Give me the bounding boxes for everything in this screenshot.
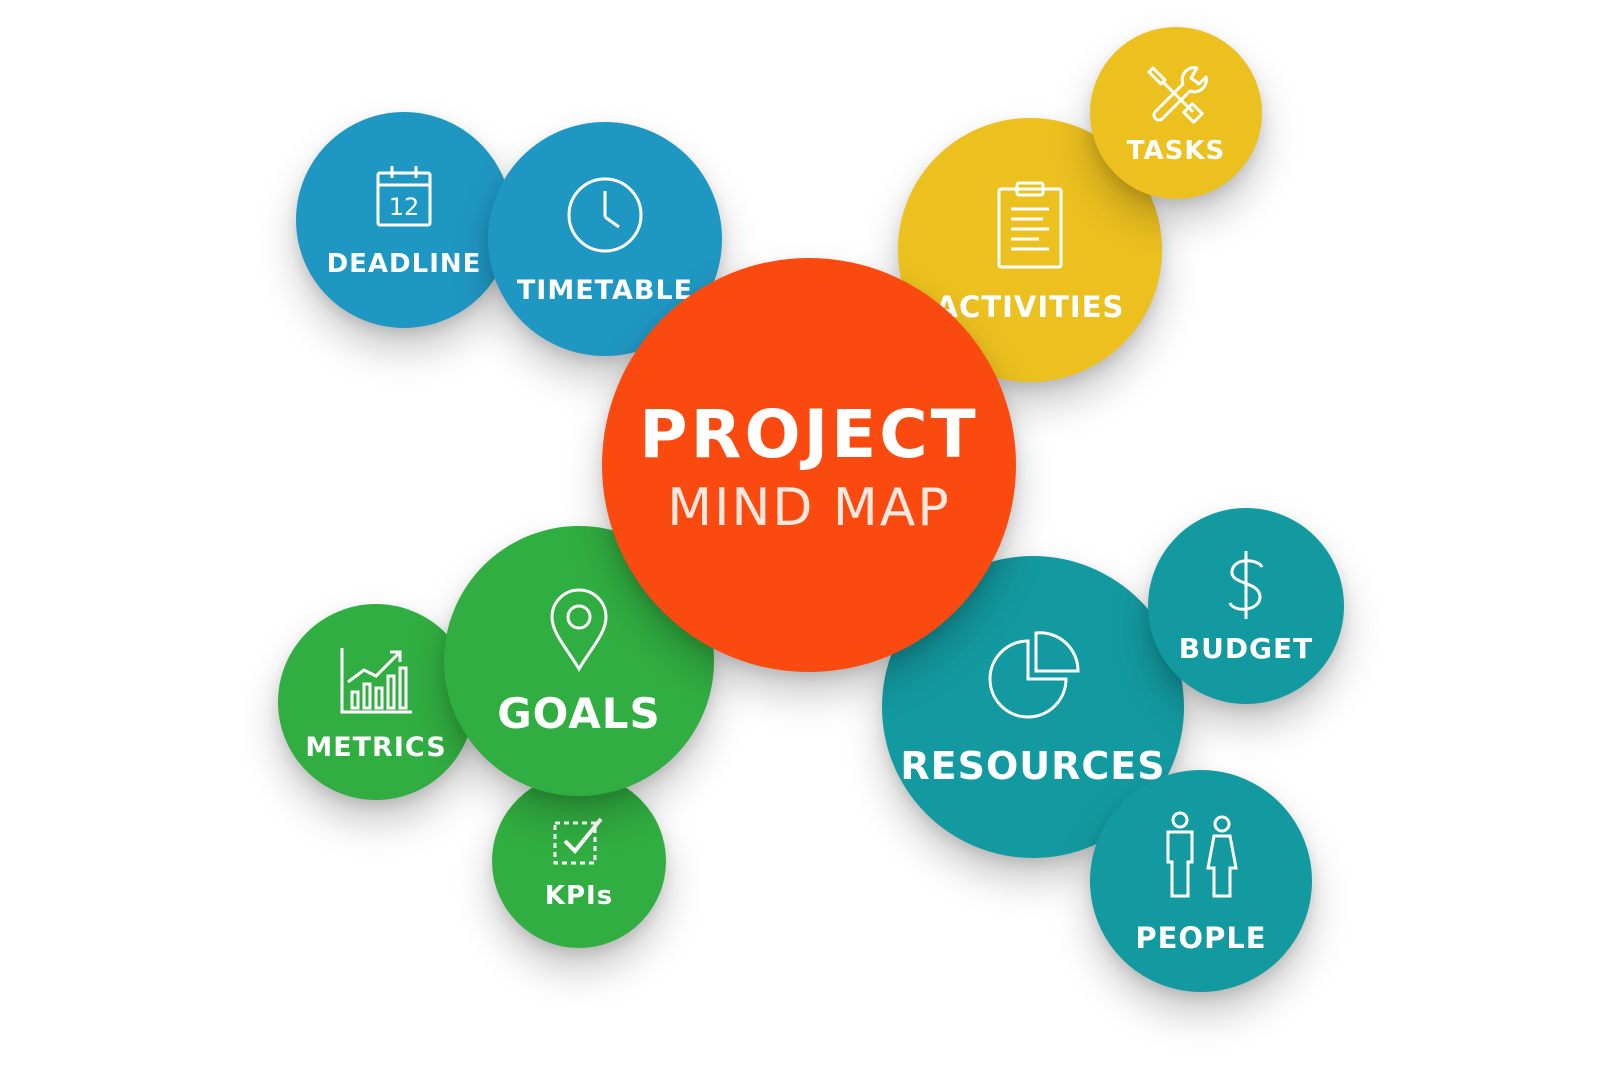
metrics-node: METRICS: [278, 604, 474, 800]
clipboard-icon: [995, 179, 1065, 271]
people-label: PEOPLE: [1135, 920, 1267, 955]
goals-node: GOALS: [444, 526, 714, 796]
central-node: PROJECT MIND MAP: [602, 258, 1016, 672]
people-icon: [1158, 810, 1244, 900]
tools-icon: [1143, 62, 1209, 124]
calendar-day: 12: [389, 193, 420, 221]
pie-chart-icon: [984, 629, 1082, 719]
calendar-icon: 12: [374, 163, 434, 229]
central-subtitle: MIND MAP: [667, 478, 951, 538]
tasks-node: TASKS: [1090, 27, 1262, 199]
activities-label: ACTIVITIES: [935, 289, 1125, 324]
map-pin-icon: [548, 587, 610, 673]
central-title: PROJECT: [639, 396, 979, 473]
clock-icon: [565, 175, 645, 255]
budget-label: BUDGET: [1178, 632, 1314, 665]
timetable-node: TIMETABLE: [488, 122, 722, 356]
budget-node: BUDGET: [1148, 508, 1344, 704]
checkbox-icon: [551, 813, 607, 867]
kpis-node: KPIs: [492, 774, 666, 948]
tasks-label: TASKS: [1126, 136, 1226, 166]
timetable-label: TIMETABLE: [516, 274, 694, 306]
kpis-label: KPIs: [544, 881, 614, 911]
people-node: PEOPLE: [1090, 770, 1312, 992]
deadline-label: DEADLINE: [326, 249, 482, 279]
goals-label: GOALS: [497, 689, 661, 738]
deadline-node: 12 DEADLINE: [296, 112, 512, 328]
bar-chart-icon: [338, 644, 414, 716]
dollar-icon: [1224, 549, 1268, 621]
resources-label: RESOURCES: [900, 744, 1166, 788]
metrics-label: METRICS: [305, 731, 447, 763]
